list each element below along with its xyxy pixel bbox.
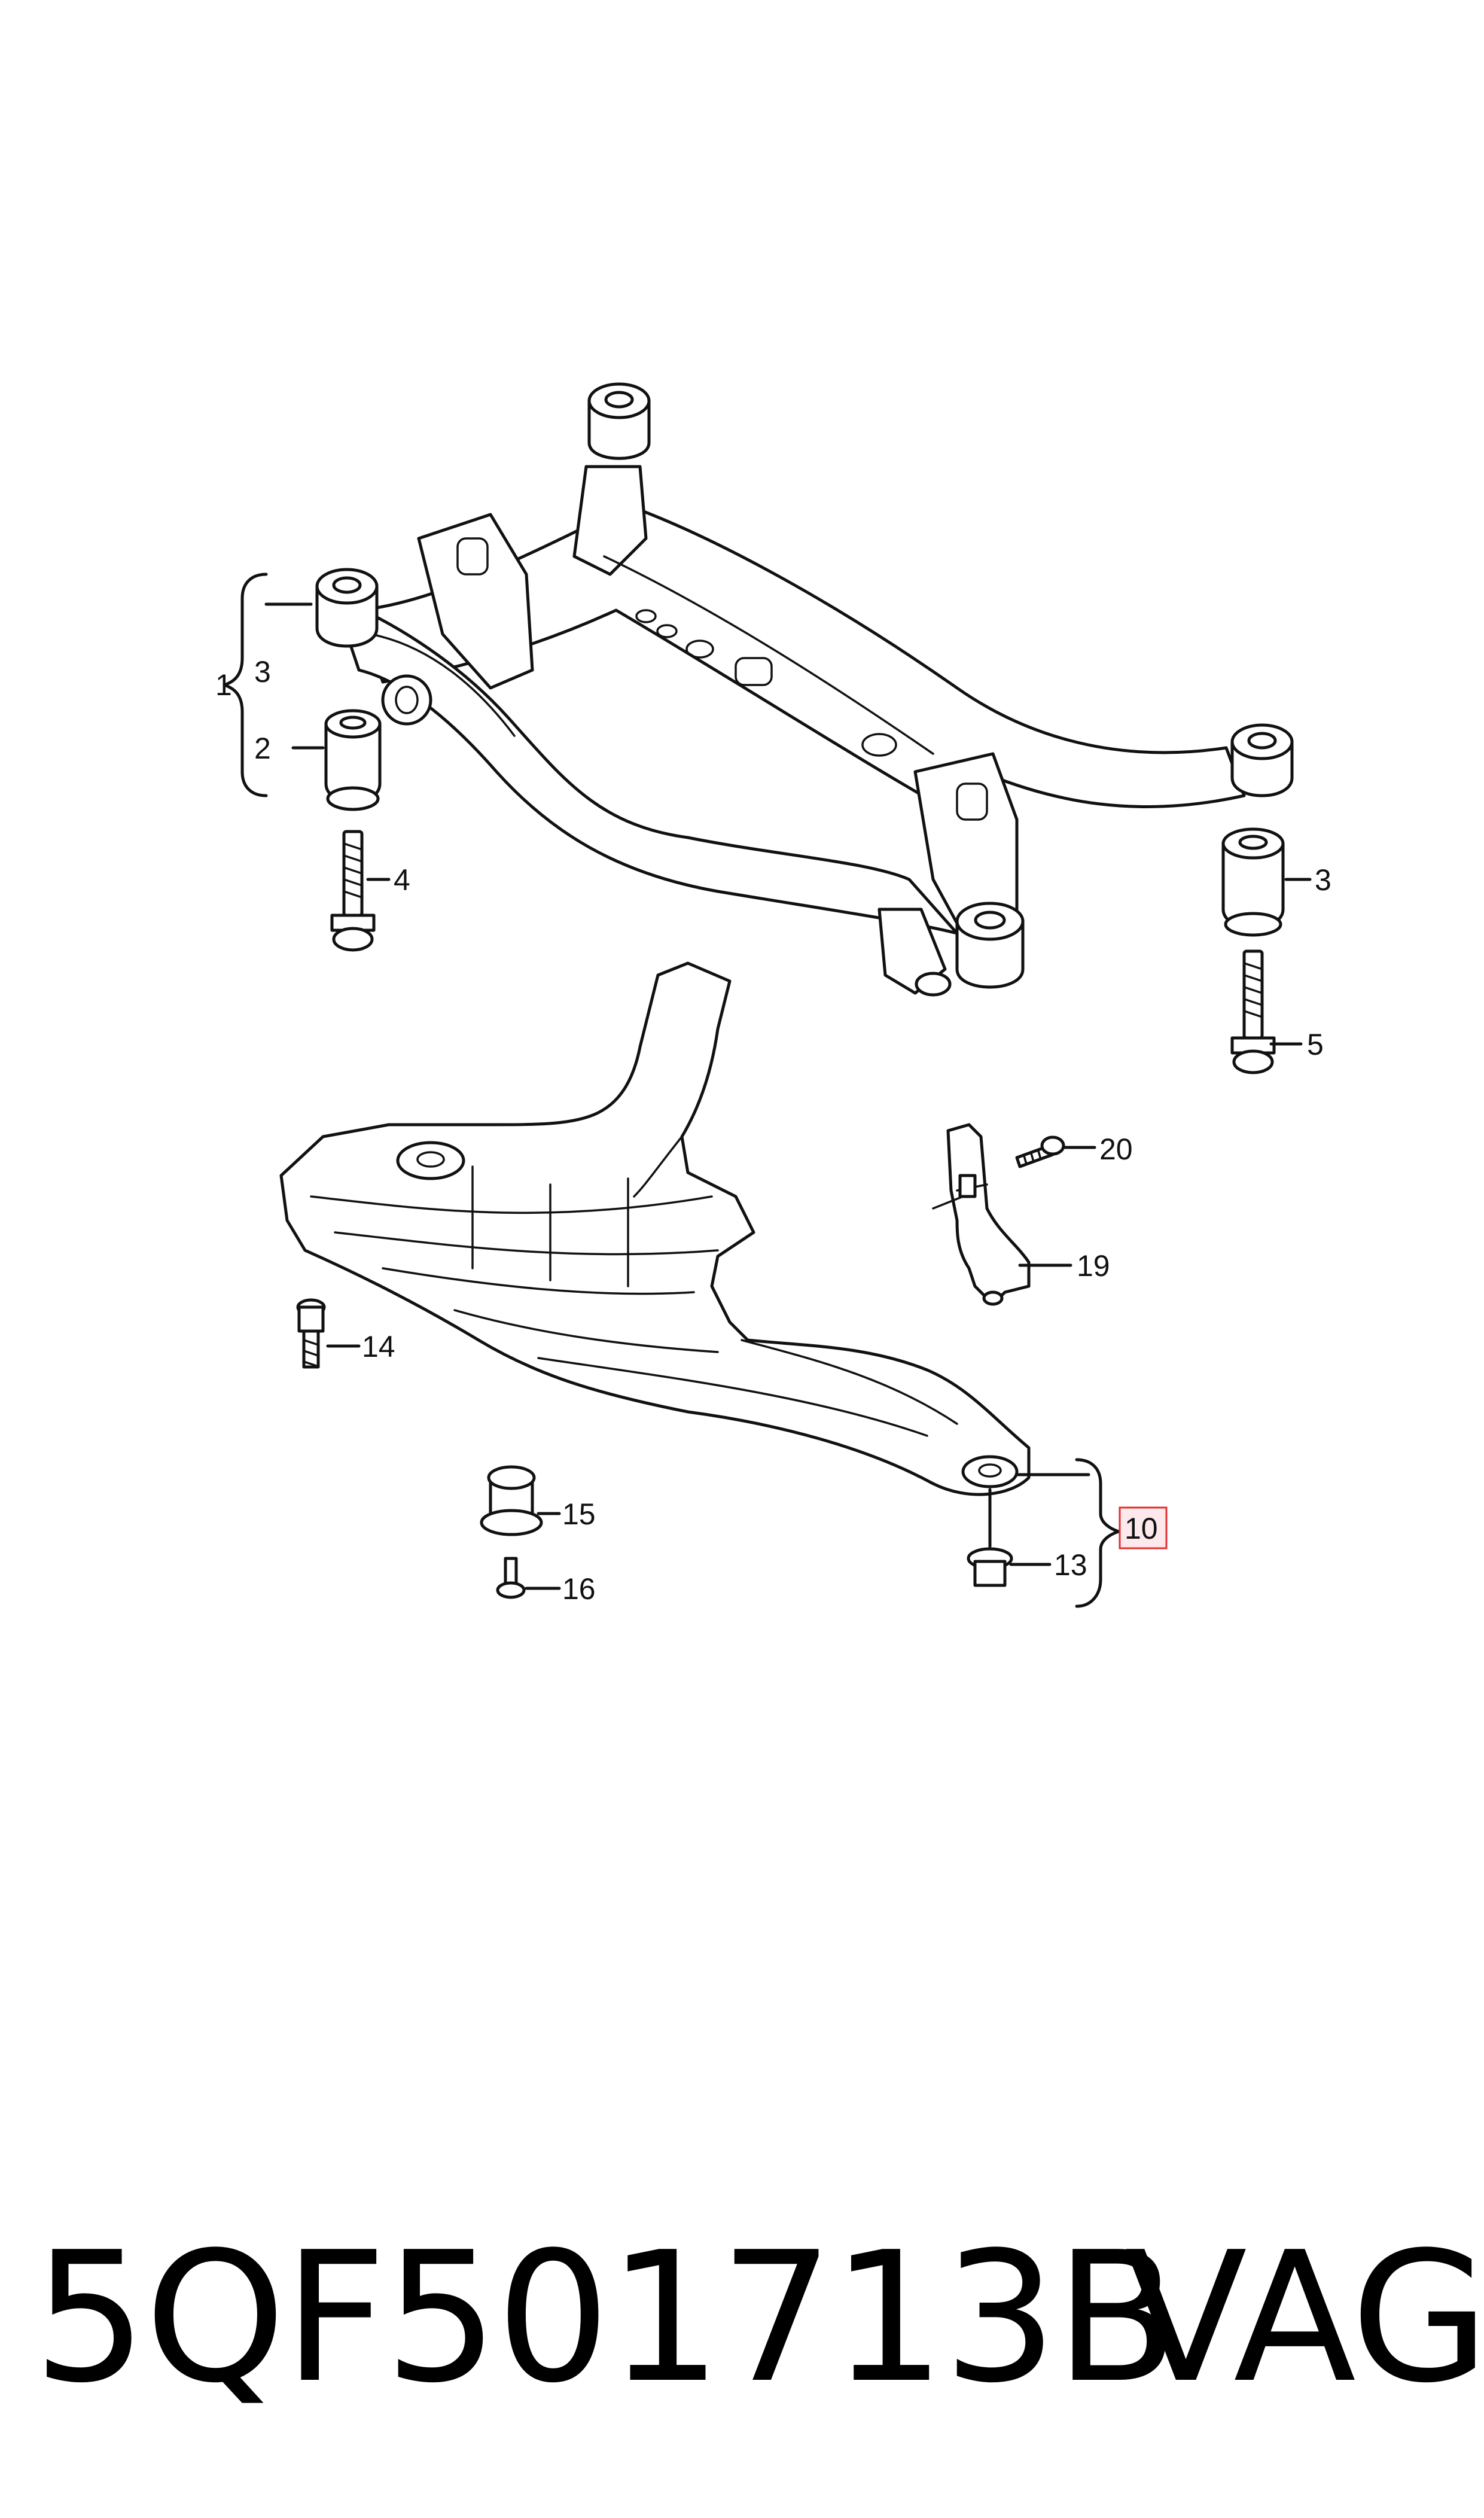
part-number: 5QF501713B <box>33 2213 1178 2422</box>
bolt-part-14 <box>296 1298 326 1369</box>
callout-16: 16 <box>562 1572 596 1606</box>
callout-15: 15 <box>562 1497 596 1531</box>
brand-name: VAG <box>1125 2213 1484 2422</box>
clip-nut-part-15 <box>480 1465 543 1536</box>
bracket-part-19 <box>932 1123 1031 1306</box>
callout-2: 2 <box>254 732 271 765</box>
exploded-view-drawing: 1 3 2 4 3 5 20 19 14 15 16 13 10 <box>215 382 1331 1608</box>
nut-part-13 <box>967 1547 1013 1587</box>
screw-part-16 <box>496 1557 526 1599</box>
callout-20: 20 <box>1099 1132 1133 1166</box>
rear-subframe <box>333 465 1246 997</box>
callout-19: 19 <box>1077 1249 1110 1283</box>
subframe-bush-right <box>1230 723 1294 797</box>
callout-4: 4 <box>394 863 410 897</box>
bracket-group-10 <box>1075 1458 1120 1608</box>
bolt-part-4 <box>330 830 376 952</box>
callout-3-right: 3 <box>1315 863 1331 897</box>
callout-10: 10 <box>1125 1512 1158 1545</box>
rubber-bush-part-2 <box>324 709 382 811</box>
underbody-panel <box>279 961 1031 1496</box>
callout-10-highlight <box>1119 1506 1168 1549</box>
callout-1: 1 <box>215 668 232 702</box>
bolt-part-5 <box>1230 949 1276 1074</box>
bracket-group-1 <box>223 573 268 797</box>
callout-5: 5 <box>1307 1028 1324 1061</box>
rubber-bush-part-3-right <box>1221 827 1285 937</box>
subframe-bush-left <box>315 568 379 648</box>
screw-part-20 <box>1015 1135 1065 1168</box>
subframe-bush-top <box>587 382 651 460</box>
subframe-bush-front <box>955 902 1025 989</box>
callout-13: 13 <box>1054 1548 1087 1582</box>
callout-3-left: 3 <box>254 655 271 689</box>
callout-14: 14 <box>362 1330 395 1363</box>
